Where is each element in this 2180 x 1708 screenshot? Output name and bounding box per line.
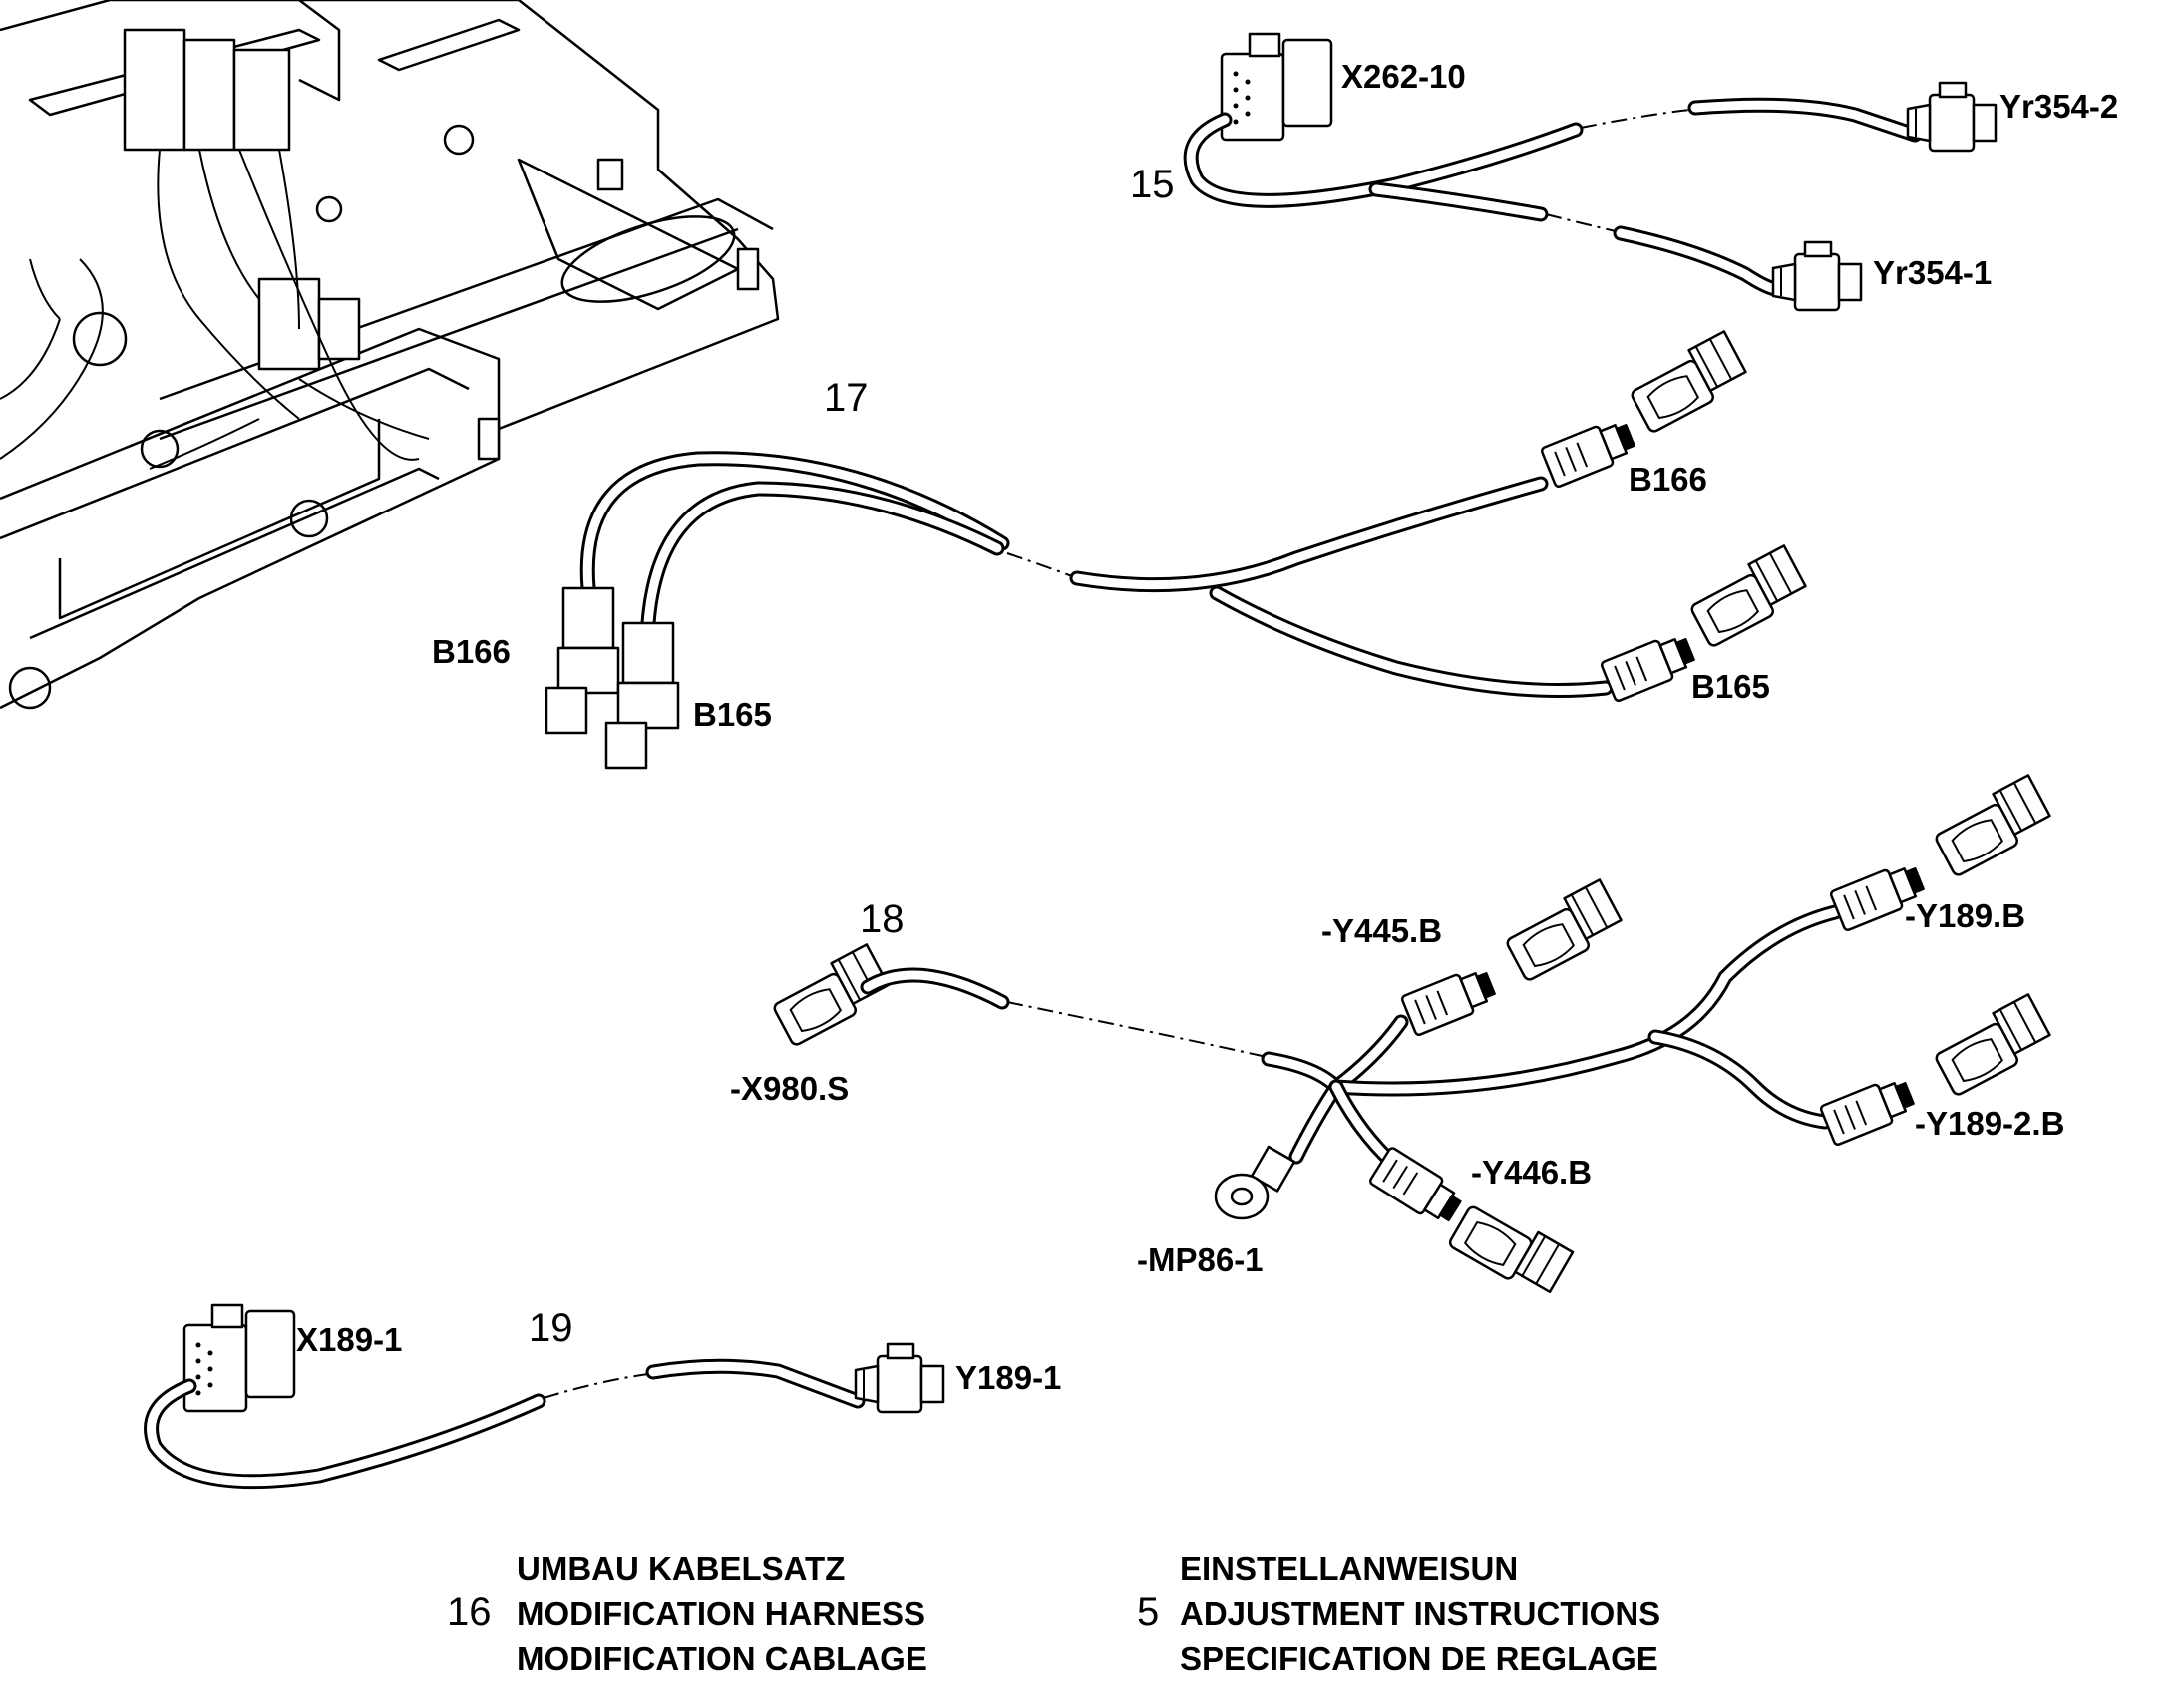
label-b165-right: B165 [1691,668,1770,705]
harness-17: 17 B166 B165 B166 B165 [432,330,1812,770]
label-b166-left: B166 [432,633,511,670]
label-mp86-1: -MP86-1 [1137,1241,1264,1278]
callout-15: 15 [1130,163,1175,206]
label-yr354-1: Yr354-1 [1873,254,1992,291]
callout-17: 17 [824,376,869,420]
label-y446b: -Y446.B [1471,1154,1592,1191]
legend-16-number: 16 [447,1590,492,1634]
callout-19: 19 [529,1306,573,1350]
harness-18: 18 -Y445.B -Y189.B -Y189-2.B -Y446.B -X9… [730,774,2064,1302]
legend-item-16: 16 UMBAU KABELSATZ MODIFICATION HARNESS … [447,1550,927,1677]
legend-5-number: 5 [1137,1590,1159,1634]
label-y189b: -Y189.B [1905,897,2025,934]
legend-item-5: 5 EINSTELLANWEISUN ADJUSTMENT INSTRUCTIO… [1137,1550,1660,1677]
legend-16-line-2: MODIFICATION HARNESS [517,1595,925,1632]
legend-16-line-3: MODIFICATION CABLAGE [517,1640,927,1677]
callout-18: 18 [860,897,905,941]
legend-5-line-3: SPECIFICATION DE REGLAGE [1180,1640,1658,1677]
label-x189-1: X189-1 [296,1321,402,1358]
harness-19: 19 X189-1 Y189-1 [144,1303,1061,1490]
legend-5-line-1: EINSTELLANWEISUN [1180,1550,1518,1587]
machine-frame-drawing [0,0,780,710]
label-b165-left: B165 [693,696,772,733]
label-yr354-2: Yr354-2 [1999,88,2118,125]
label-y189-1: Y189-1 [955,1359,1061,1396]
legend-16-line-1: UMBAU KABELSATZ [517,1550,845,1587]
label-x262-10: X262-10 [1341,58,1466,95]
label-b166-right: B166 [1629,461,1707,498]
legend-5-line-2: ADJUSTMENT INSTRUCTIONS [1180,1595,1660,1632]
harness-15: 15 X262-10 Yr354-2 Yr354-1 [1130,32,2118,312]
label-y189-2b: -Y189-2.B [1915,1105,2064,1142]
label-y445b: -Y445.B [1321,912,1442,949]
label-x980s: -X980.S [730,1070,849,1107]
